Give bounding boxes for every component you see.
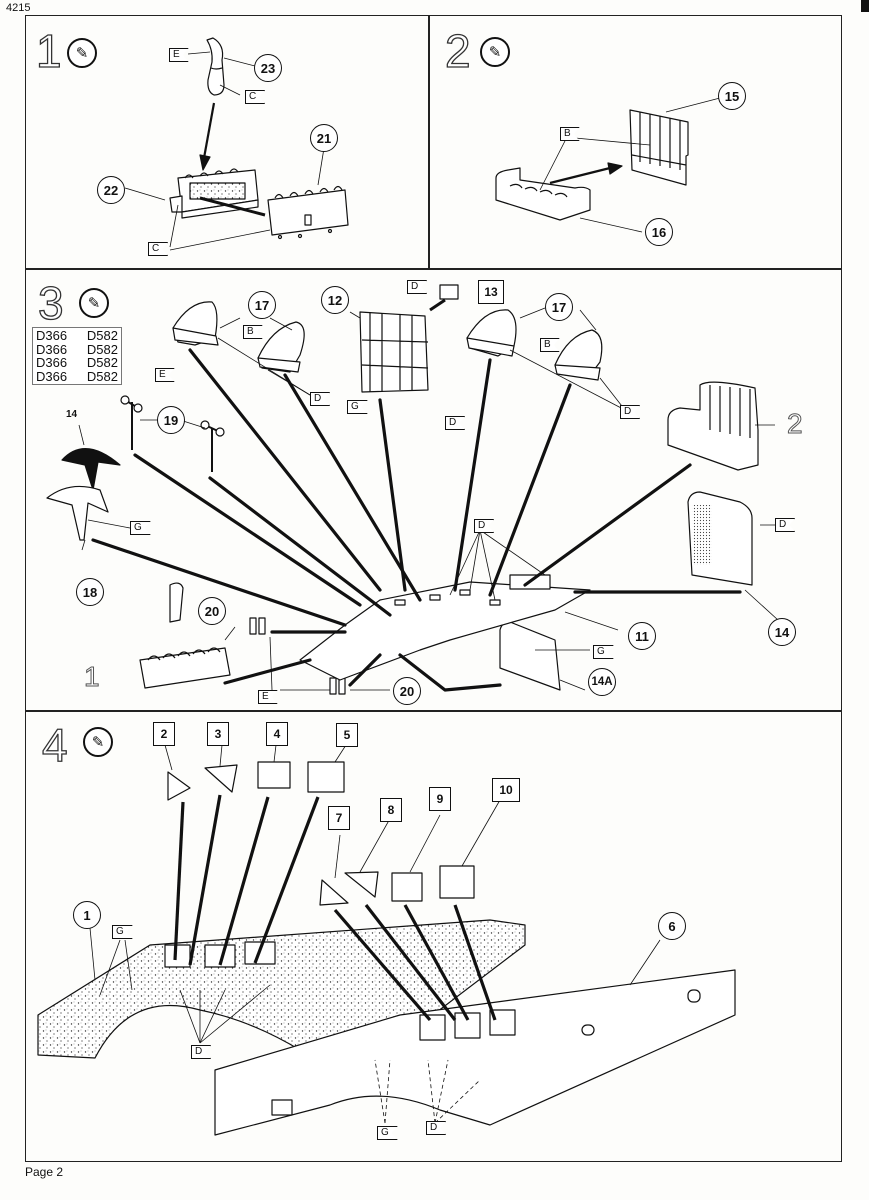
part-callout-20: 20	[198, 597, 226, 625]
part-15-seat-back	[629, 109, 689, 186]
step-3-panel	[25, 268, 842, 712]
part-14-rear-panel	[687, 491, 753, 586]
step-1-number: 1	[35, 25, 62, 77]
registration-mark	[861, 0, 869, 12]
step-2-number: 2	[444, 25, 471, 77]
boxed-part-9: 9	[429, 787, 451, 811]
part-callout-23: 23	[254, 54, 282, 82]
glue-tube-icon: ✎	[67, 38, 97, 68]
part-callout-18: 18	[76, 578, 104, 606]
part-14a-front-panel	[499, 621, 561, 691]
part-callout-21: 21	[310, 124, 338, 152]
step-2-panel	[428, 15, 842, 270]
part-callout-19: 19	[157, 406, 185, 434]
part-17-seat-left-b	[257, 321, 305, 373]
part-callout-17: 17	[545, 293, 573, 321]
part-12-bulkhead	[359, 311, 429, 393]
glue-tube-icon: ✎	[79, 288, 109, 318]
step-3-number: 3	[37, 277, 64, 329]
part-callout-14a: 14A	[588, 668, 616, 696]
boxed-part-4: 4	[266, 722, 288, 746]
glue-tube-icon: ✎	[480, 37, 510, 67]
part-callout-14: 14	[768, 618, 796, 646]
part-callout-16: 16	[645, 218, 673, 246]
boxed-part-13: 13	[478, 280, 504, 304]
part-2-bench-ref	[667, 381, 759, 471]
part-20-clips	[249, 617, 346, 695]
page-label: Page 2	[25, 1165, 64, 1179]
part-callout-17: 17	[248, 291, 276, 319]
part-callout-12: 12	[321, 286, 349, 314]
glue-tube-icon: ✎	[83, 727, 113, 757]
boxed-part-3: 3	[207, 722, 229, 746]
part-16-seat-base	[495, 167, 591, 221]
part-18-control-wheel	[46, 485, 109, 541]
step-4-panel	[25, 710, 842, 1162]
paint-flag: D	[191, 1045, 212, 1059]
part-callout-6: 6	[658, 912, 686, 940]
part-6-fuselage-right	[214, 969, 736, 1136]
part-17-seat-right-a	[466, 309, 517, 357]
boxed-part-7: 7	[328, 806, 350, 830]
part-11-floor	[299, 574, 591, 681]
part-14-shape	[61, 448, 121, 491]
step-1-panel	[25, 15, 430, 270]
window-parts-top	[167, 761, 475, 906]
arrow	[202, 102, 216, 159]
part-callout-15: 15	[718, 82, 746, 110]
paint-flag: D	[474, 519, 495, 533]
paint-flag: G	[347, 400, 368, 414]
boxed-part-5: 5	[336, 723, 358, 747]
part-22-console	[169, 168, 259, 219]
part-17-seat-right-b	[554, 329, 603, 381]
part-23-gear-lever	[206, 37, 225, 96]
subassembly-ref-1: 1	[84, 661, 101, 692]
boxed-part-8: 8	[380, 798, 402, 822]
part-callout-20: 20	[393, 677, 421, 705]
part-callout-22: 22	[97, 176, 125, 204]
part-13-panel	[439, 284, 459, 300]
catalog-number: 4215	[6, 2, 31, 14]
part-21-console	[267, 185, 349, 240]
part-1-console-ref	[139, 582, 231, 689]
boxed-part-10: 10	[492, 778, 520, 802]
boxed-part-2: 2	[153, 722, 175, 746]
part-19-pedals	[120, 395, 225, 472]
part-callout-11: 11	[628, 622, 656, 650]
step-4-number: 4	[41, 719, 68, 771]
part-label-14: 14	[66, 409, 78, 420]
paint-flag: D	[426, 1121, 447, 1135]
subassembly-ref-2: 2	[787, 408, 804, 439]
part-callout-1: 1	[73, 901, 101, 929]
part-17-seat-left-a	[172, 301, 219, 346]
